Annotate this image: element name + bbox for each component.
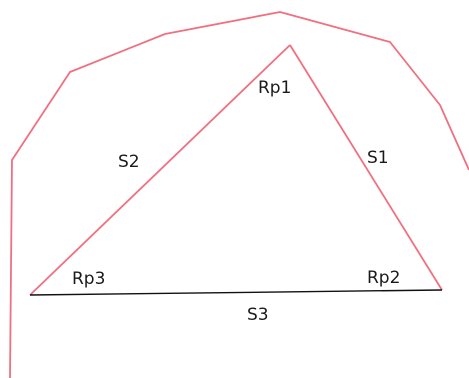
side-label-s2: S2	[118, 152, 140, 172]
side-label-s3: S3	[247, 305, 269, 325]
vertex-label-rp1: Rp1	[258, 78, 291, 98]
side-s3-line	[29, 289, 443, 296]
vertex-label-rp2: Rp2	[367, 268, 400, 288]
outer-boundary	[9, 11, 469, 378]
side-s2-line	[29, 44, 291, 296]
vertex-label-rp3: Rp3	[72, 269, 105, 289]
side-label-s1: S1	[367, 148, 389, 168]
side-s1-line	[289, 44, 443, 291]
